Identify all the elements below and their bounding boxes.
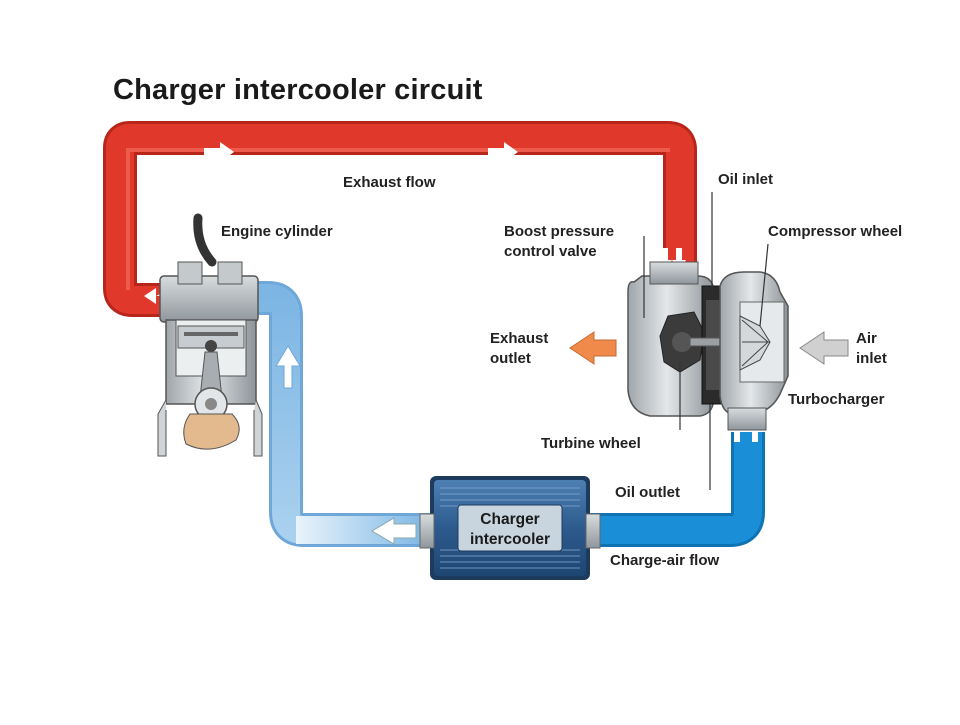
- cool-air-arrow-up: [275, 345, 301, 389]
- label-oil-inlet: Oil inlet: [718, 171, 774, 188]
- exhaust-outlet-arrow: [569, 331, 617, 365]
- label-exhaust-outlet: Exhaust outlet: [490, 329, 548, 369]
- leader-lines: [643, 192, 769, 490]
- label-boost-pressure-line2: control valve: [504, 243, 597, 260]
- label-exhaust-outlet-line1: Exhaust: [490, 330, 549, 347]
- exhaust-flow-arrow-2: [488, 142, 518, 162]
- diagram-title: Charger intercooler circuit: [113, 74, 483, 106]
- cool-air-arrow-left: [371, 517, 417, 545]
- label-turbine-wheel: Turbine wheel: [541, 435, 641, 452]
- label-air-inlet-line1: Air: [856, 330, 877, 347]
- turbocharger: [627, 261, 789, 431]
- label-boost-pressure-control-valve: Boost pressure control valve: [504, 222, 614, 262]
- label-air-inlet-line2: inlet: [856, 350, 887, 367]
- leader-compressor-wheel: [759, 243, 769, 327]
- label-intercooler-line2: intercooler: [469, 531, 551, 548]
- label-exhaust-outlet-line2: outlet: [490, 350, 531, 367]
- label-oil-outlet: Oil outlet: [615, 484, 680, 501]
- charge-air-pipe: [580, 432, 765, 547]
- label-charger-intercooler: Charger intercooler: [440, 510, 580, 550]
- cool-air-pipe: [250, 281, 432, 547]
- label-boost-pressure-line1: Boost pressure: [504, 223, 615, 240]
- intercooler: [419, 476, 601, 580]
- label-engine-cylinder: Engine cylinder: [221, 223, 333, 240]
- label-air-inlet: Air inlet: [856, 329, 887, 369]
- air-inlet-arrow: [799, 331, 849, 365]
- label-intercooler-line1: Charger: [480, 511, 540, 528]
- label-exhaust-flow: Exhaust flow: [343, 174, 436, 191]
- exhaust-flow-arrow-1: [204, 142, 234, 162]
- label-compressor-wheel: Compressor wheel: [768, 223, 903, 240]
- label-charge-air-flow: Charge-air flow: [610, 552, 720, 569]
- label-turbocharger: Turbocharger: [788, 391, 885, 408]
- engine-cylinder: [157, 213, 263, 457]
